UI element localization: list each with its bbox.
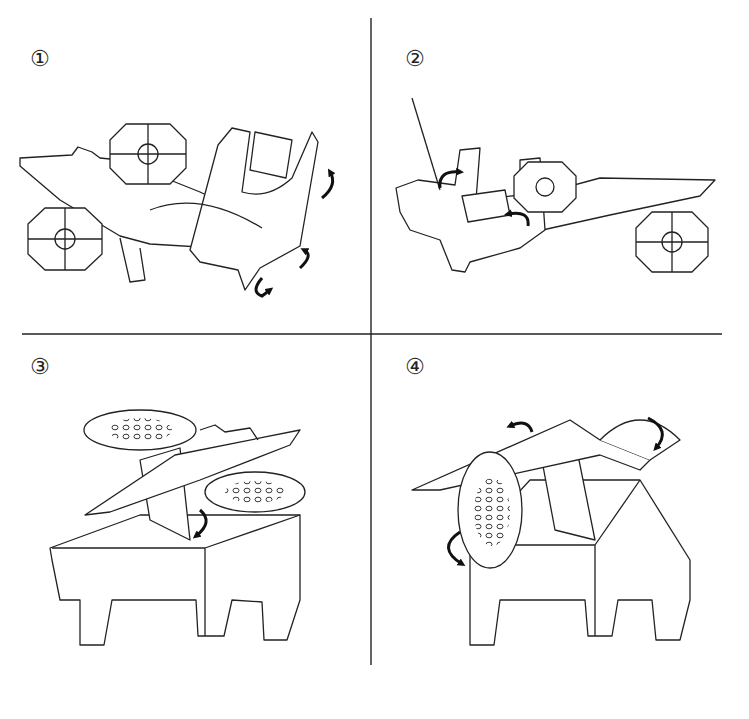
- fold-arrows: [256, 172, 333, 296]
- horizontal-divider: [22, 333, 722, 334]
- fold-line: [150, 203, 262, 228]
- ear-cross: [110, 124, 186, 184]
- fold-arrow: [196, 510, 206, 536]
- fold-arrow: [256, 278, 270, 296]
- fold-arrow: [648, 418, 662, 448]
- head-edge: [200, 425, 258, 440]
- leg-frame: [50, 515, 300, 645]
- finished-animal: [412, 420, 690, 645]
- fold-arrows: [448, 418, 662, 564]
- step-number: ④: [405, 356, 425, 378]
- fold-arrow: [510, 423, 532, 432]
- ear-holes: [225, 481, 285, 503]
- ear-holes: [474, 478, 510, 546]
- vertical-divider: [370, 18, 371, 665]
- ear: [205, 472, 305, 512]
- flat-sheet: [20, 124, 318, 290]
- fold-arrows: [196, 510, 206, 536]
- leg-frame: [190, 128, 318, 290]
- fold-arrow: [300, 250, 308, 268]
- panel-dividers: [22, 18, 722, 665]
- fold-arrow: [508, 213, 528, 226]
- edge-line: [412, 98, 440, 190]
- tab: [462, 190, 510, 222]
- ear: [458, 452, 522, 568]
- ear: [84, 410, 196, 450]
- fold-arrow: [448, 532, 462, 564]
- step-number: ③: [30, 356, 50, 378]
- ear-piece: [110, 124, 186, 184]
- ear-back: [600, 420, 680, 460]
- ear-piece: [28, 208, 102, 270]
- ear-holes: [108, 418, 172, 442]
- fold-arrow: [322, 172, 333, 198]
- step-number: ②: [405, 48, 425, 70]
- half-folded-sheet: [396, 98, 715, 272]
- ear-piece: [636, 212, 708, 272]
- ear-center: [536, 178, 554, 196]
- step-number: ①: [30, 48, 50, 70]
- standing-animal: [50, 410, 305, 645]
- ear-cross: [28, 208, 102, 270]
- fold-arrows: [440, 172, 528, 226]
- leg: [120, 238, 145, 282]
- tab: [250, 132, 292, 178]
- ear-piece: [514, 162, 576, 212]
- fold-arrow: [440, 172, 460, 188]
- ear-cross: [636, 212, 708, 272]
